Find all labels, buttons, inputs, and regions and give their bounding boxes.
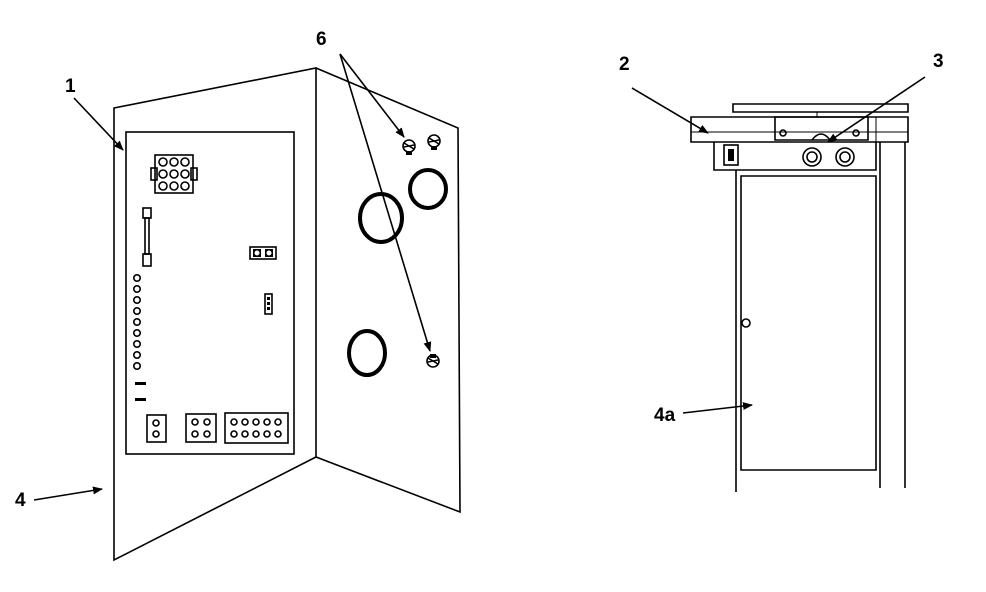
callout-1: 1	[65, 76, 76, 97]
callout-6: 6	[316, 29, 327, 50]
enclosure-door	[315, 67, 461, 514]
callout-4a: 4a	[654, 405, 676, 426]
door-panel-4a	[740, 175, 877, 471]
callout-3: 3	[933, 51, 944, 72]
callout-2: 2	[619, 54, 630, 75]
two-pin-connector	[249, 246, 277, 260]
indicator-dash	[135, 398, 146, 401]
enclosure-left-view	[113, 67, 461, 562]
leader-6b	[339, 53, 432, 352]
leader-4a	[682, 402, 753, 414]
leader-3	[827, 76, 926, 143]
top-connector	[150, 154, 198, 194]
leader-2	[631, 87, 709, 134]
callout-4: 4	[15, 490, 26, 511]
leader-6a	[339, 53, 405, 138]
door-hole-upper-left	[358, 192, 404, 244]
led-column	[133, 273, 142, 370]
indicator-dash	[135, 382, 146, 385]
screw-icon	[427, 134, 441, 150]
terminal-block-2	[146, 414, 167, 443]
terminal-block-4	[185, 413, 217, 443]
leader-1	[73, 97, 124, 151]
side-switch	[723, 144, 739, 166]
door-hole-upper-right	[408, 168, 448, 210]
leader-4	[33, 486, 103, 501]
circuit-board	[125, 131, 295, 455]
screw-icon	[402, 139, 416, 155]
fuse	[142, 207, 152, 267]
terminal-block-10	[224, 412, 289, 444]
screw-icon	[426, 354, 440, 368]
three-pin-header	[264, 293, 273, 315]
door-hole-lower	[347, 329, 387, 377]
enclosure-back-panel	[113, 67, 317, 562]
enclosure-side-view	[690, 103, 909, 492]
